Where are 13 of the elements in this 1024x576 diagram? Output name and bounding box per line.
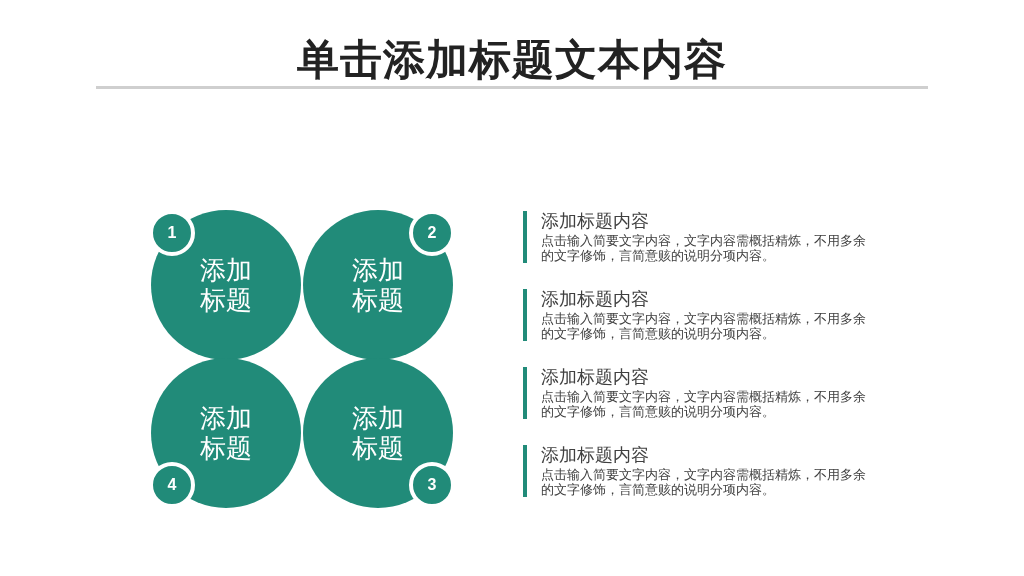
item-heading: 添加标题内容 [541,289,649,309]
slide-title: 单击添加标题文本内容 [297,35,727,85]
item-heading: 添加标题内容 [541,367,649,387]
item-description: 点击输入简要文字内容，文字内容需概括精炼，不用多余的文字修饰，言简意赅的说明分项内容。 [541,389,867,419]
circle-label: 添加标题 [199,403,253,463]
item-description: 点击输入简要文字内容，文字内容需概括精炼，不用多余的文字修饰，言简意赅的说明分项内容。 [541,467,867,497]
circle-label: 添加标题 [351,255,405,315]
item-description: 点击输入简要文字内容，文字内容需概括精炼，不用多余的文字修饰，言简意赅的说明分项内容。 [541,311,867,341]
item-description: 点击输入简要文字内容，文字内容需概括精炼，不用多余的文字修饰，言简意赅的说明分项内容。 [541,233,867,263]
item-heading: 添加标题内容 [541,211,649,231]
item-heading: 添加标题内容 [541,445,649,465]
circle-label: 添加标题 [351,403,405,463]
circle-label: 添加标题 [199,255,253,315]
